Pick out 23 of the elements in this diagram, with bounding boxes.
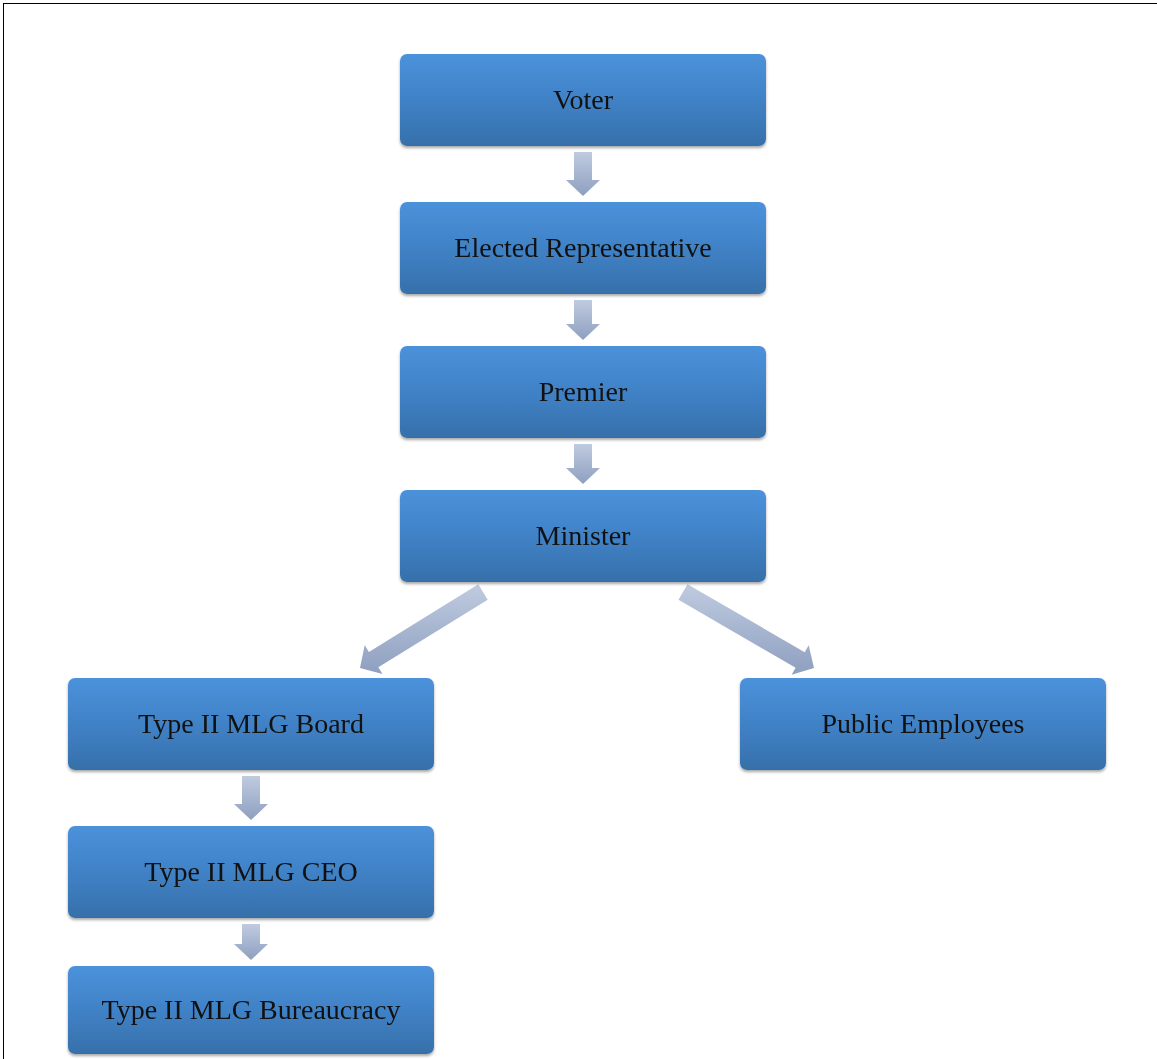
process-box xyxy=(68,678,434,770)
block-arrow xyxy=(566,300,600,340)
box-label: Type II MLG Board xyxy=(138,708,364,740)
block-arrow xyxy=(360,584,488,675)
box-label: Minister xyxy=(535,520,631,552)
box-label: Premier xyxy=(538,376,628,408)
box-label: Type II MLG Bureaucracy xyxy=(101,994,401,1026)
process-box xyxy=(400,346,766,438)
box-label: Public Employees xyxy=(821,708,1025,740)
process-box xyxy=(68,826,434,918)
box-label: Type II MLG CEO xyxy=(144,856,358,888)
block-arrow xyxy=(234,924,268,960)
block-arrow xyxy=(678,584,814,675)
box-label: Voter xyxy=(552,84,614,116)
box-label: Elected Representative xyxy=(454,232,712,264)
process-box xyxy=(400,490,766,582)
process-box xyxy=(68,966,434,1054)
block-arrow xyxy=(566,152,600,196)
process-box xyxy=(400,202,766,294)
process-box xyxy=(400,54,766,146)
block-arrow xyxy=(234,776,268,820)
process-box xyxy=(740,678,1106,770)
block-arrow xyxy=(566,444,600,484)
